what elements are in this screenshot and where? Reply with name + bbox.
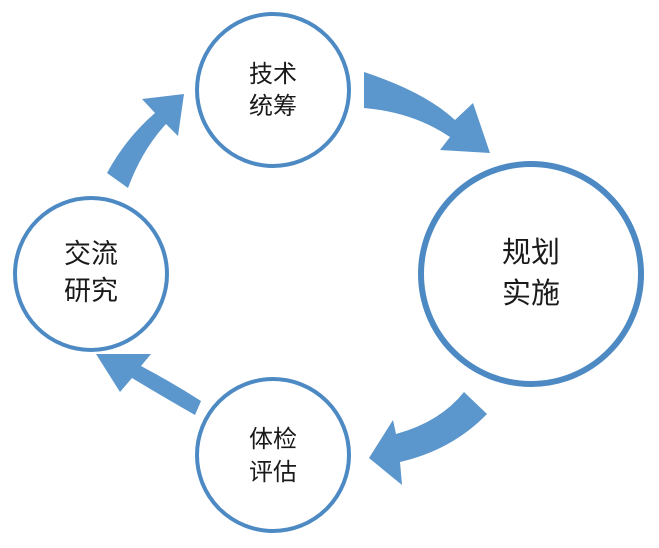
node-label-eval-line2: 评估 [249, 458, 297, 486]
node-label-tech-line2: 统筹 [249, 92, 297, 120]
node-label-tech-line1: 技术 [249, 60, 297, 88]
node-circle-eval [195, 377, 351, 533]
node-circle-tech [195, 12, 351, 168]
arrow-tech-to-plan [364, 72, 490, 153]
node-label-exchange-line2: 研究 [64, 276, 118, 307]
node-label-plan-line2: 实施 [502, 276, 560, 310]
node-circle-plan [418, 161, 644, 387]
node-circle-exchange [13, 196, 169, 352]
arrow-plan-to-eval [369, 392, 487, 485]
arrow-eval-to-exchange [96, 354, 201, 415]
node-label-plan-line1: 规划 [502, 235, 560, 269]
node-label-exchange-line1: 交流 [64, 239, 118, 270]
node-label-eval-line1: 体检 [249, 425, 297, 453]
arrow-exchange-to-tech [107, 94, 184, 188]
